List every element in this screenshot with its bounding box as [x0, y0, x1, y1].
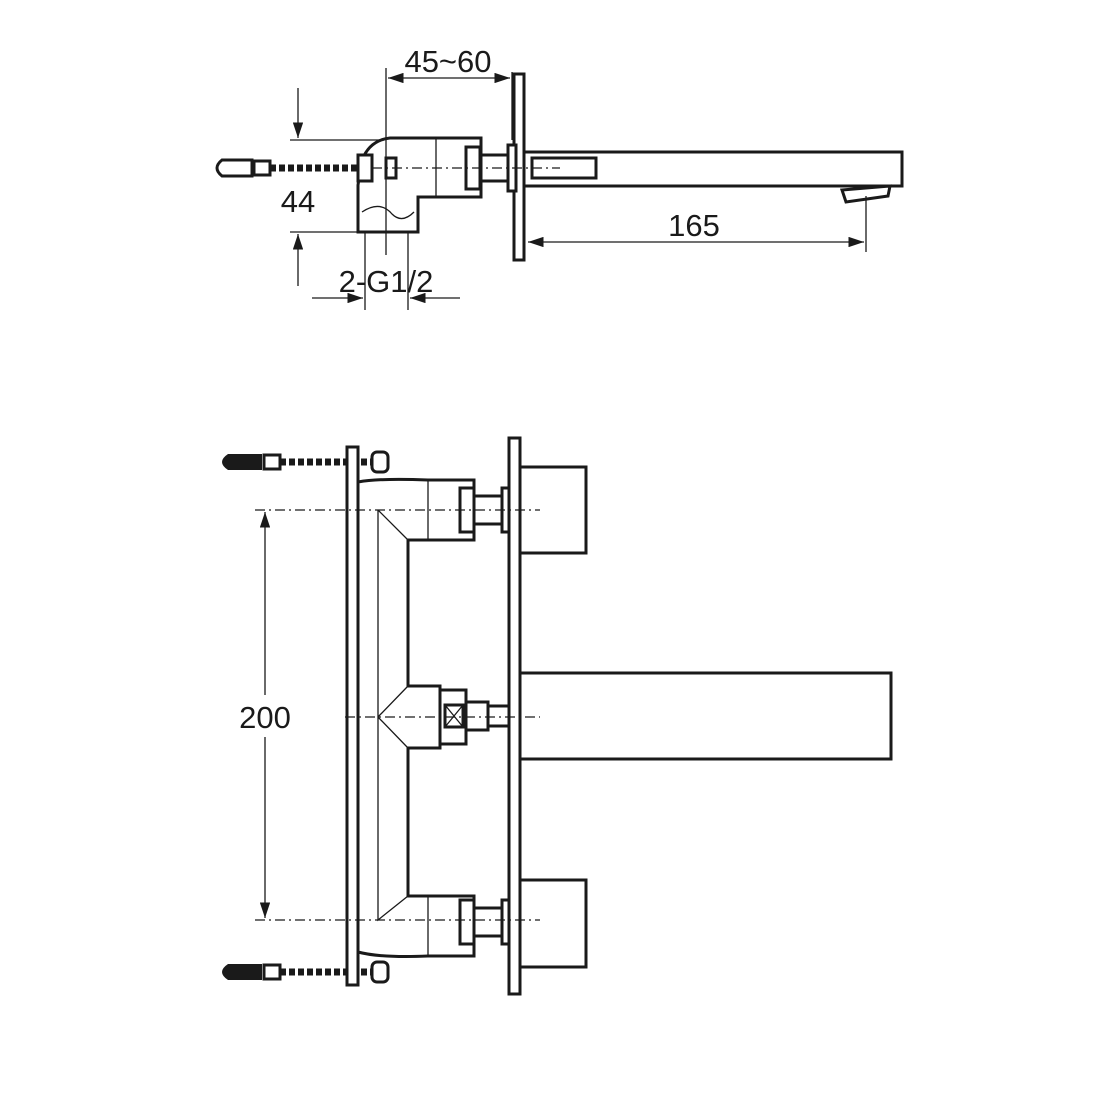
front-view: 200: [222, 436, 893, 996]
valve-body-side: [356, 136, 513, 234]
dimension-height-label: 44: [281, 184, 315, 219]
dimension-depth-label: 45~60: [404, 44, 491, 79]
dimension-spout-label: 165: [668, 208, 720, 243]
top-view: 45~60 44 2-G1/2 165: [215, 44, 904, 310]
anchor-bolt-top: [215, 158, 360, 178]
dimension-spacing-label: 200: [239, 700, 291, 735]
wall-plate-front: [507, 436, 522, 996]
handle-cold: [518, 878, 588, 969]
valve-body-front: [356, 477, 476, 958]
anchor-bolt-upper: [222, 450, 390, 474]
spout-side: [522, 150, 904, 204]
spout-front: [518, 671, 893, 761]
anchor-bolt-lower: [222, 960, 390, 984]
dimension-thread-label: 2-G1/2: [339, 264, 434, 299]
mounting-bracket: [345, 445, 360, 987]
